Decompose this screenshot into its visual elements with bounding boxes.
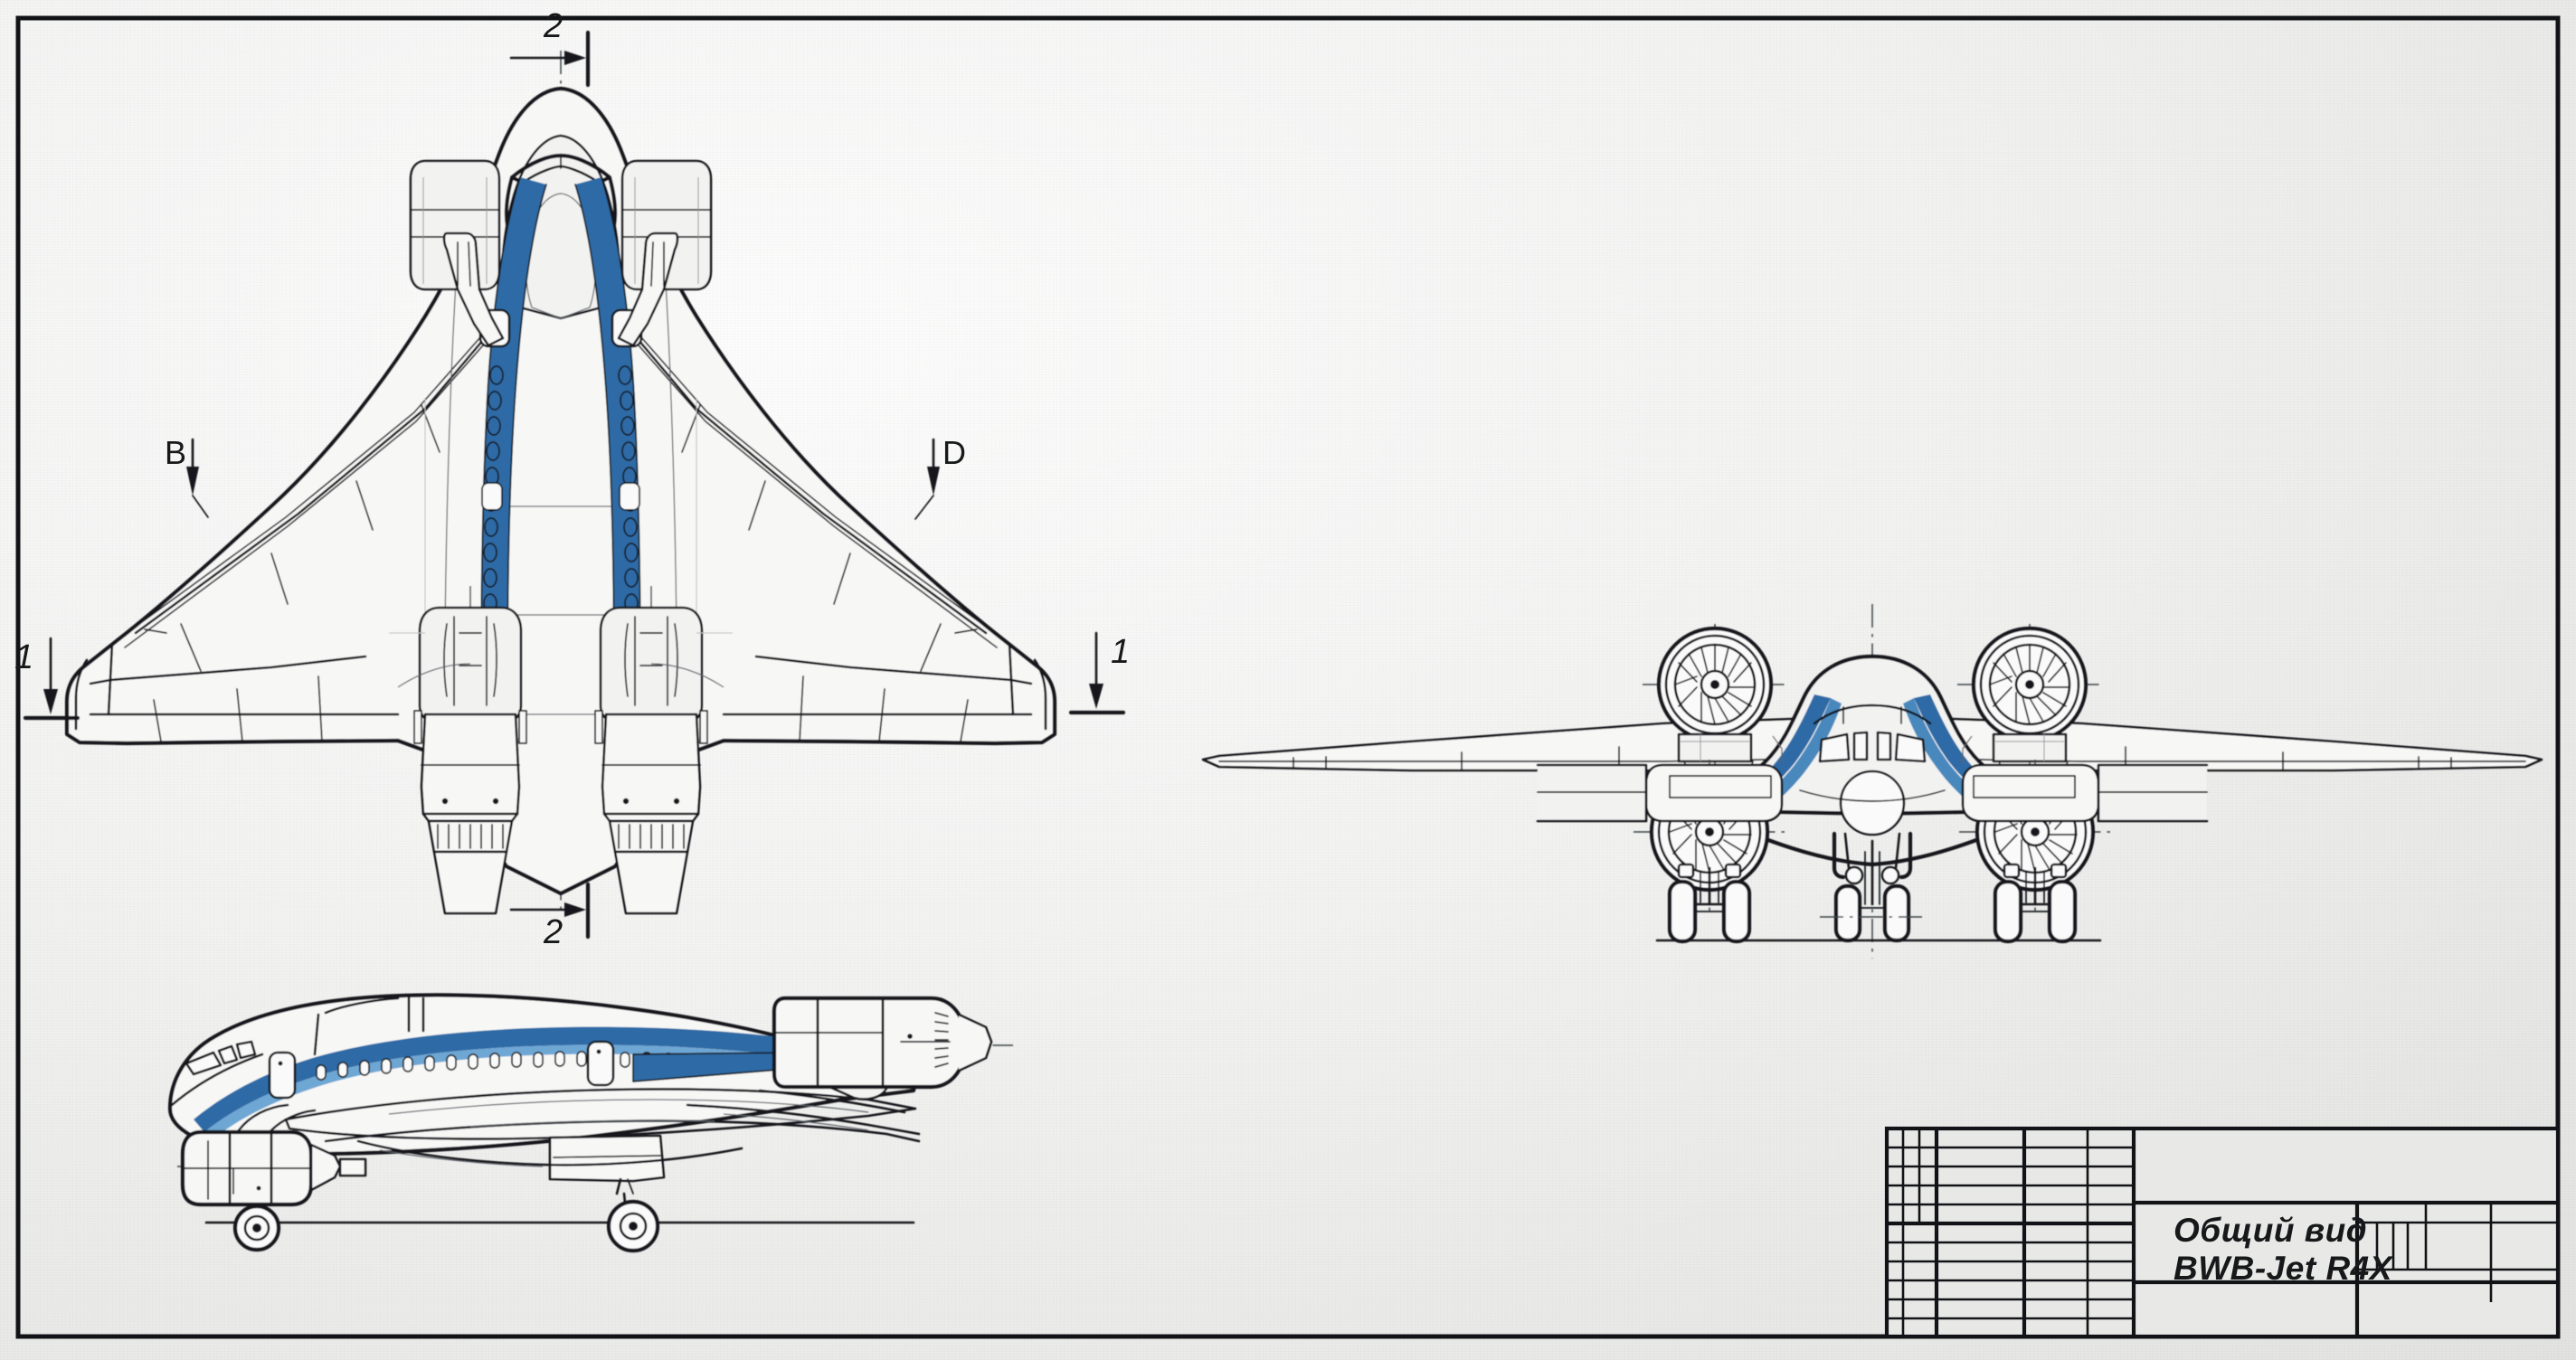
marker-1-right (1068, 631, 1126, 715)
front-cheat-left (1724, 694, 1831, 816)
title-block (1884, 1126, 2561, 1339)
plan-engine-aft-right (594, 586, 708, 915)
section-markers (23, 30, 1126, 940)
plan-engine-fwd-right (617, 159, 713, 347)
section-label-2-top: 2 (544, 7, 564, 45)
section-label-2-bottom: 2 (544, 913, 564, 951)
sheet-frame (15, 15, 2561, 1339)
side-cheatline (194, 1026, 814, 1132)
front-engine-top-left (1643, 624, 1789, 786)
side-door-aft (586, 1040, 615, 1087)
marker-2-top (509, 30, 591, 88)
front-main-gear-left (1667, 863, 1752, 944)
drawing-title-line2: BWB-Jet R4X (2174, 1250, 2392, 1287)
drawing-title-line1: Общий вид (2174, 1212, 2368, 1249)
side-engine-aft (772, 996, 1013, 1100)
side-main-gear (548, 1134, 666, 1253)
marker-1-left (23, 637, 80, 721)
side-nose-gear (232, 1203, 281, 1252)
front-view (1201, 604, 2543, 959)
plan-view (64, 51, 1057, 915)
marker-detail-b (186, 438, 209, 518)
detail-label-d: D (942, 434, 966, 471)
front-engine-top-right (1957, 624, 2104, 786)
side-view (167, 993, 1013, 1253)
side-door-fwd (268, 1051, 297, 1100)
front-nose-gear (1820, 831, 1925, 943)
marker-detail-d (914, 438, 940, 520)
plan-engine-aft-left (413, 586, 527, 915)
section-label-1-left: 1 (14, 638, 34, 676)
front-cheat-right (1914, 694, 2021, 816)
front-radome (1839, 770, 1906, 836)
front-main-gear-right (1993, 863, 2078, 944)
marker-2-bottom (509, 882, 591, 940)
section-label-1-right: 1 (1111, 633, 1131, 671)
side-engine-fwd (177, 1103, 367, 1207)
plan-engine-fwd-left (409, 159, 505, 347)
detail-label-b: B (165, 434, 187, 471)
